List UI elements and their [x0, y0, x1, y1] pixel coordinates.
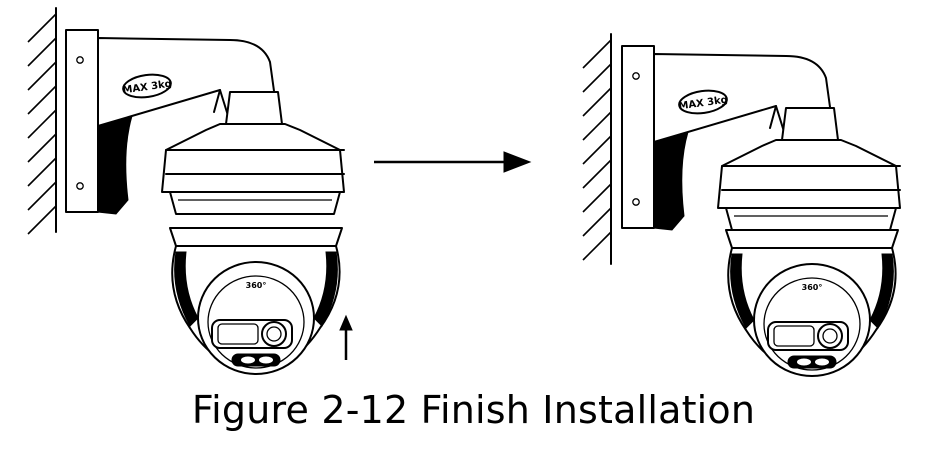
right-arrow-icon [374, 151, 532, 173]
left-assembly: MAX 3kg 360° [27, 7, 353, 375]
lens-label-left: 360° [246, 281, 267, 290]
camera-right [725, 229, 899, 377]
mount-base-right [717, 139, 901, 231]
mount-base-left [161, 123, 345, 215]
max-weight-badge-left: MAX 3kg [122, 73, 173, 99]
right-assembly: MAX 3kg 360° [582, 33, 901, 377]
figure-caption: Figure 2-12 Finish Installation [191, 388, 756, 432]
wall-right [582, 33, 612, 265]
up-arrow-icon [339, 314, 353, 360]
lens-label-right: 360° [802, 283, 823, 292]
camera-left [169, 227, 343, 375]
max-weight-badge-right: MAX 3kg [678, 89, 729, 115]
wall-left [27, 7, 57, 235]
